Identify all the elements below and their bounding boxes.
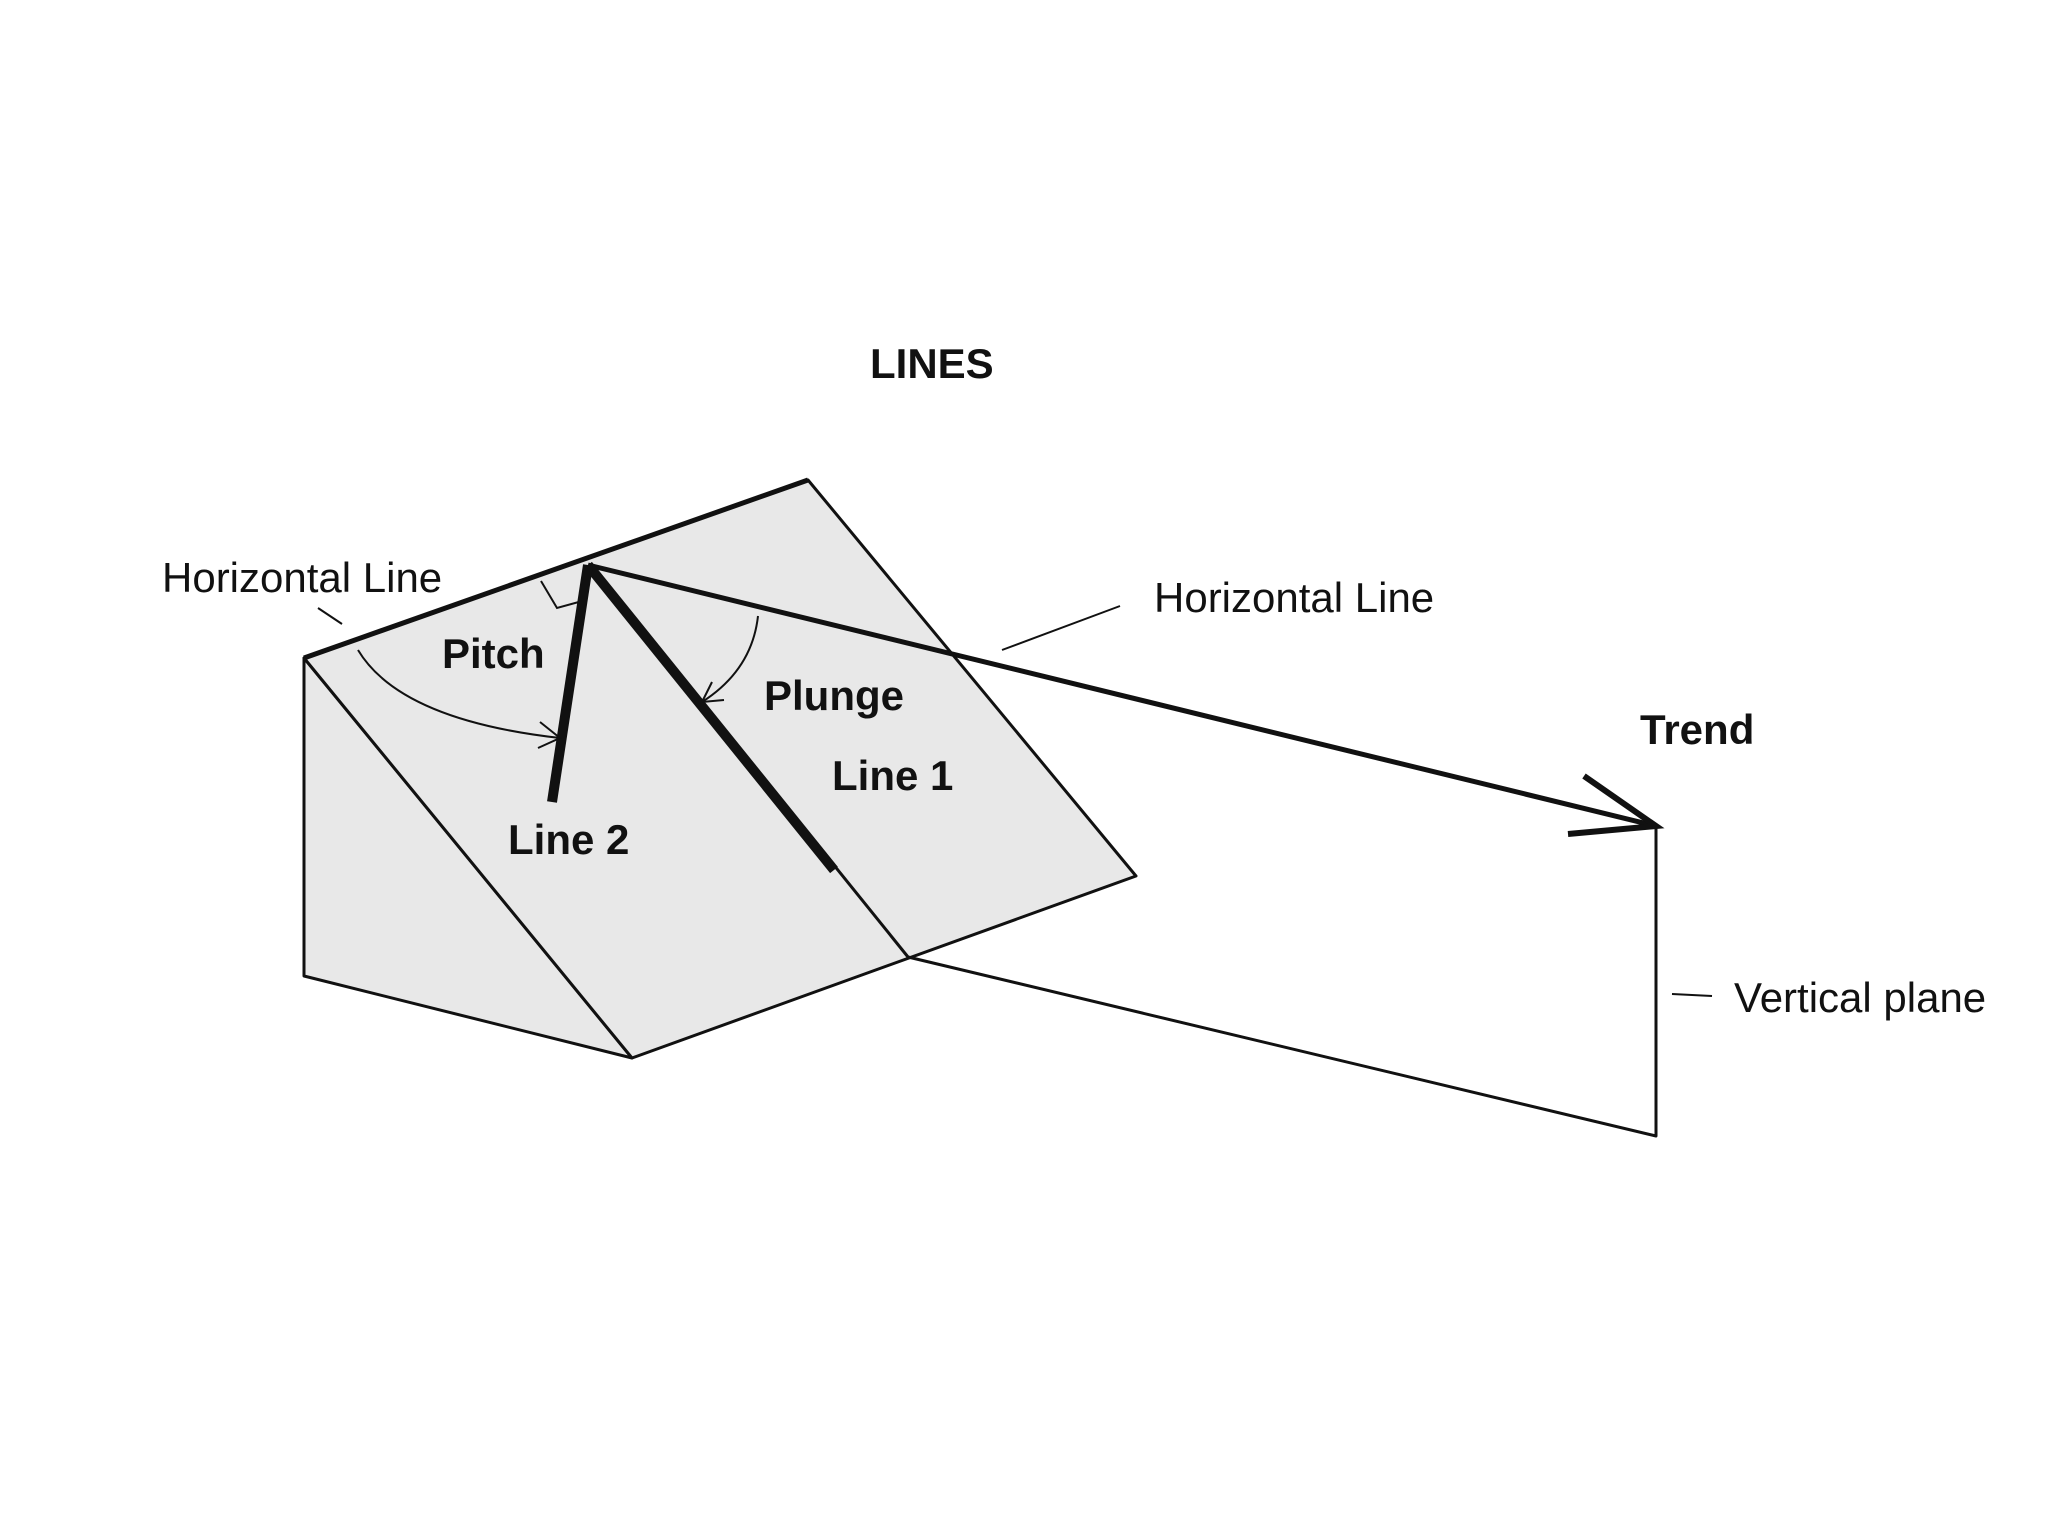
trend-arrowhead: [1567, 773, 1665, 837]
label-pitch: Pitch: [442, 630, 545, 677]
pitch-angle-arc: [357, 649, 561, 739]
line-1: [584, 561, 838, 874]
trend-arrow-shaft: [587, 562, 1657, 829]
pitch-arrowhead: [537, 721, 562, 749]
leader-vertical-plane: [1671, 993, 1713, 997]
line-2: [547, 564, 593, 803]
plunge-arrowhead: [700, 681, 725, 704]
label-line-2: Line 2: [508, 816, 629, 863]
label-horizontal-line-right: Horizontal Line: [1154, 574, 1434, 621]
label-trend: Trend: [1640, 706, 1754, 753]
label-plunge: Plunge: [764, 672, 904, 719]
label-line-1: Line 1: [832, 752, 953, 799]
plunge-angle-arc: [701, 615, 759, 703]
leader-horizontal-right: [1001, 605, 1121, 651]
label-horizontal-line-left: Horizontal Line: [162, 554, 442, 601]
label-vertical-plane: Vertical plane: [1734, 974, 1986, 1021]
horizontal-edge-line: [303, 477, 809, 661]
diagram-title: LINES: [870, 340, 994, 387]
vertical-plane-outline: [907, 826, 1658, 1138]
leader-horizontal-left: [317, 607, 343, 625]
right-angle-mark: [540, 580, 587, 610]
